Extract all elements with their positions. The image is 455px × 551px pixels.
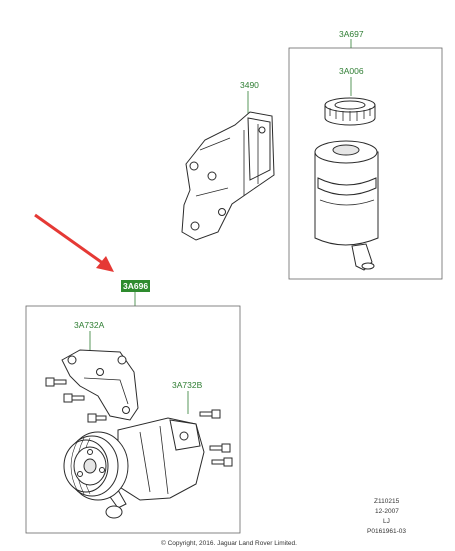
author-initials: LJ [383, 518, 390, 525]
callout-pump-assembly-highlight [121, 280, 150, 292]
callout-cap[interactable]: 3A006 [339, 66, 364, 76]
bolt-6 [211, 457, 233, 467]
bolt-3 [87, 413, 107, 423]
pump-pulley [63, 431, 129, 501]
drawing-date: 12-2007 [375, 508, 399, 515]
pointer-arrow [34, 213, 114, 272]
ref-code: Z110215 [374, 498, 400, 505]
callout-pump-assembly[interactable]: 3A696 [123, 281, 148, 291]
bolt-5 [209, 443, 231, 453]
power-steering-pump [105, 417, 205, 519]
callout-bracket[interactable]: 3490 [240, 80, 259, 90]
reservoir-cap [324, 97, 376, 126]
bolt-1 [45, 377, 67, 387]
mounting-bracket [181, 111, 275, 241]
reservoir-group-frame [288, 47, 443, 280]
pump-bracket-plate [61, 349, 139, 421]
bolt-4 [199, 409, 221, 419]
copyright-notice: © Copyright, 2016. Jaguar Land Rover Lim… [161, 539, 297, 547]
callout-pump-bracket[interactable]: 3A732A [74, 320, 105, 330]
drawing-id: P0161961-03 [367, 528, 406, 535]
pump-group-frame [25, 305, 241, 534]
callout-pump-body[interactable]: 3A732B [172, 380, 203, 390]
bolt-2 [63, 393, 85, 403]
fluid-reservoir [314, 140, 379, 271]
callout-reservoir-kit[interactable]: 3A697 [339, 29, 364, 39]
